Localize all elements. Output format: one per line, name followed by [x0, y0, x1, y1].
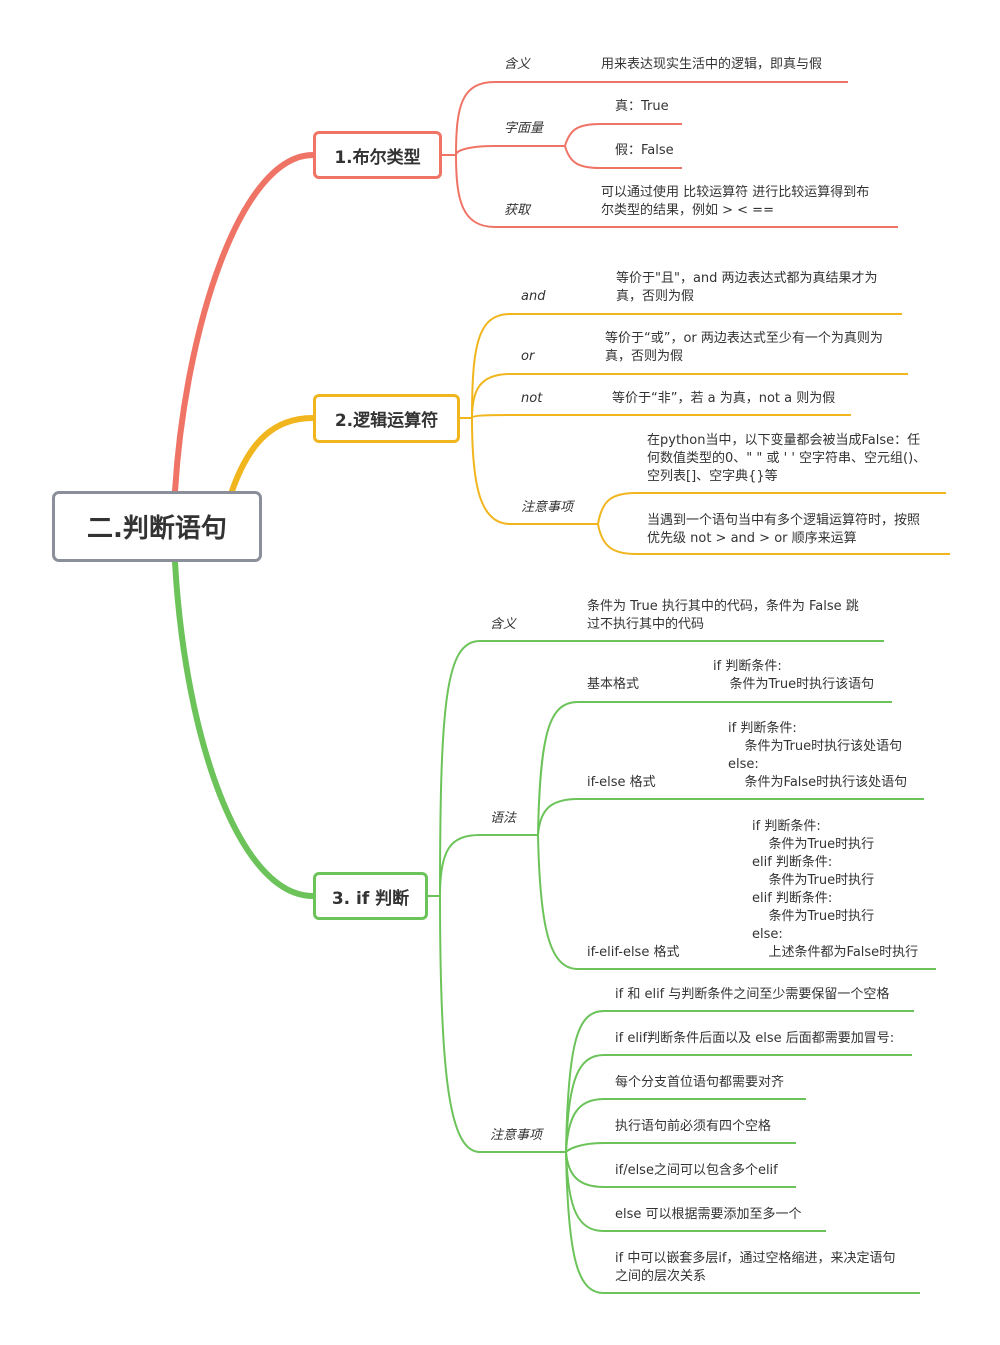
- root-node[interactable]: 二.判断语句: [52, 491, 262, 562]
- b3-note-0[interactable]: if 和 elif 与判断条件之间至少需要保留一个空格: [615, 987, 890, 1002]
- branch-logical-operators[interactable]: 2.逻辑运算符: [313, 394, 460, 443]
- b2-and-line2[interactable]: 真，否则为假: [616, 289, 695, 304]
- b3-ifelif-code-5: 条件为True时执行: [752, 909, 875, 924]
- b3-ifelse-code-3: 条件为False时执行该处语句: [728, 775, 908, 790]
- b3-meaning-label[interactable]: 含义: [490, 617, 517, 632]
- b3-syntax-label[interactable]: 语法: [490, 811, 517, 826]
- b3-ifelif-code-6: else:: [752, 927, 783, 942]
- b2-note1-line2[interactable]: 何数值类型的0、" " 或 ' ' 空字符串、空元组()、: [647, 451, 927, 466]
- b1-meaning-text[interactable]: 用来表达现实生活中的逻辑，即真与假: [601, 57, 823, 72]
- b3-ifelse-code-2: else:: [728, 757, 759, 772]
- connector-root-b3: [172, 559, 316, 899]
- b2-or-line1[interactable]: 等价于“或”，or 两边表达式至少有一个为真则为: [605, 331, 883, 346]
- b3-meaning-line2[interactable]: 过不执行其中的代码: [587, 617, 705, 632]
- b3-ifelse-label[interactable]: if-else 格式: [587, 775, 656, 790]
- b2-and-label[interactable]: and: [521, 289, 546, 304]
- b2-note2-line2[interactable]: 优先级 not > and > or 顺序来运算: [647, 531, 857, 546]
- branch-boolean-type[interactable]: 1.布尔类型: [313, 131, 442, 179]
- b3-meaning-line1[interactable]: 条件为 True 执行其中的代码，条件为 False 跳: [587, 599, 859, 614]
- b1-obtain-line2[interactable]: 尔类型的结果，例如 > < ==: [601, 203, 774, 218]
- b1-literal-true[interactable]: 真：True: [615, 99, 669, 114]
- b3-note-2[interactable]: 每个分支首位语句都需要对齐: [615, 1075, 785, 1090]
- b3-ifelif-code-0: if 判断条件:: [752, 819, 821, 834]
- b3-note-3[interactable]: 执行语句前必须有四个空格: [615, 1119, 772, 1134]
- b3-ifelif-code-4: elif 判断条件:: [752, 891, 833, 906]
- b2-note2-line1[interactable]: 当遇到一个语句当中有多个逻辑运算符时，按照: [647, 513, 921, 528]
- b3-note-6-line2[interactable]: 之间的层次关系: [615, 1269, 707, 1284]
- b2-not-label[interactable]: not: [521, 391, 543, 406]
- b3-basic-code-1: 条件为True时执行该语句: [713, 677, 875, 692]
- b2-or-label[interactable]: or: [521, 349, 535, 364]
- b3-ifelse-code-1: 条件为True时执行该处语句: [728, 739, 903, 754]
- b2-or-line2[interactable]: 真，否则为假: [605, 349, 684, 364]
- b3-note-6-line1[interactable]: if 中可以嵌套多层if，通过空格缩进，来决定语句: [615, 1251, 896, 1266]
- connector-root-b2: [229, 415, 316, 494]
- b3-ifelif-code-2: elif 判断条件:: [752, 855, 833, 870]
- b3-note-1[interactable]: if elif判断条件后面以及 else 后面都需要加冒号:: [615, 1031, 895, 1046]
- b1-obtain-label[interactable]: 获取: [504, 203, 531, 218]
- b3-ifelif-code-1: 条件为True时执行: [752, 837, 875, 852]
- b2-not-text[interactable]: 等价于“非”，若 a 为真，not a 则为假: [612, 391, 836, 406]
- connector-root-b1: [172, 152, 316, 494]
- b2-note1-line3[interactable]: 空列表[]、空字典{}等: [647, 469, 778, 484]
- b3-basic-code-0: if 判断条件:: [713, 659, 782, 674]
- b2-notes-label[interactable]: 注意事项: [521, 500, 574, 515]
- b3-note-4[interactable]: if/else之间可以包含多个elif: [615, 1163, 778, 1178]
- b1-literal-false[interactable]: 假：False: [615, 143, 674, 158]
- b2-note1-line1[interactable]: 在python当中，以下变量都会被当成False：任: [647, 433, 921, 448]
- b2-and-line1[interactable]: 等价于"且"，and 两边表达式都为真结果才为: [616, 271, 878, 286]
- b3-note-5[interactable]: else 可以根据需要添加至多一个: [615, 1207, 802, 1222]
- b3-notes-label[interactable]: 注意事项: [490, 1128, 543, 1143]
- b3-ifelif-code-7: 上述条件都为False时执行: [752, 945, 919, 960]
- b3-ifelif-code-3: 条件为True时执行: [752, 873, 875, 888]
- b1-obtain-line1[interactable]: 可以通过使用 比较运算符 进行比较运算得到布: [601, 185, 870, 200]
- branch-if-statement[interactable]: 3. if 判断: [313, 872, 428, 920]
- b3-ifelse-code-0: if 判断条件:: [728, 721, 797, 736]
- b3-ifelif-label[interactable]: if-elif-else 格式: [587, 945, 680, 960]
- b3-basic-label[interactable]: 基本格式: [587, 677, 640, 692]
- b1-meaning-label[interactable]: 含义: [504, 57, 531, 72]
- b1-literal-label[interactable]: 字面量: [504, 121, 544, 136]
